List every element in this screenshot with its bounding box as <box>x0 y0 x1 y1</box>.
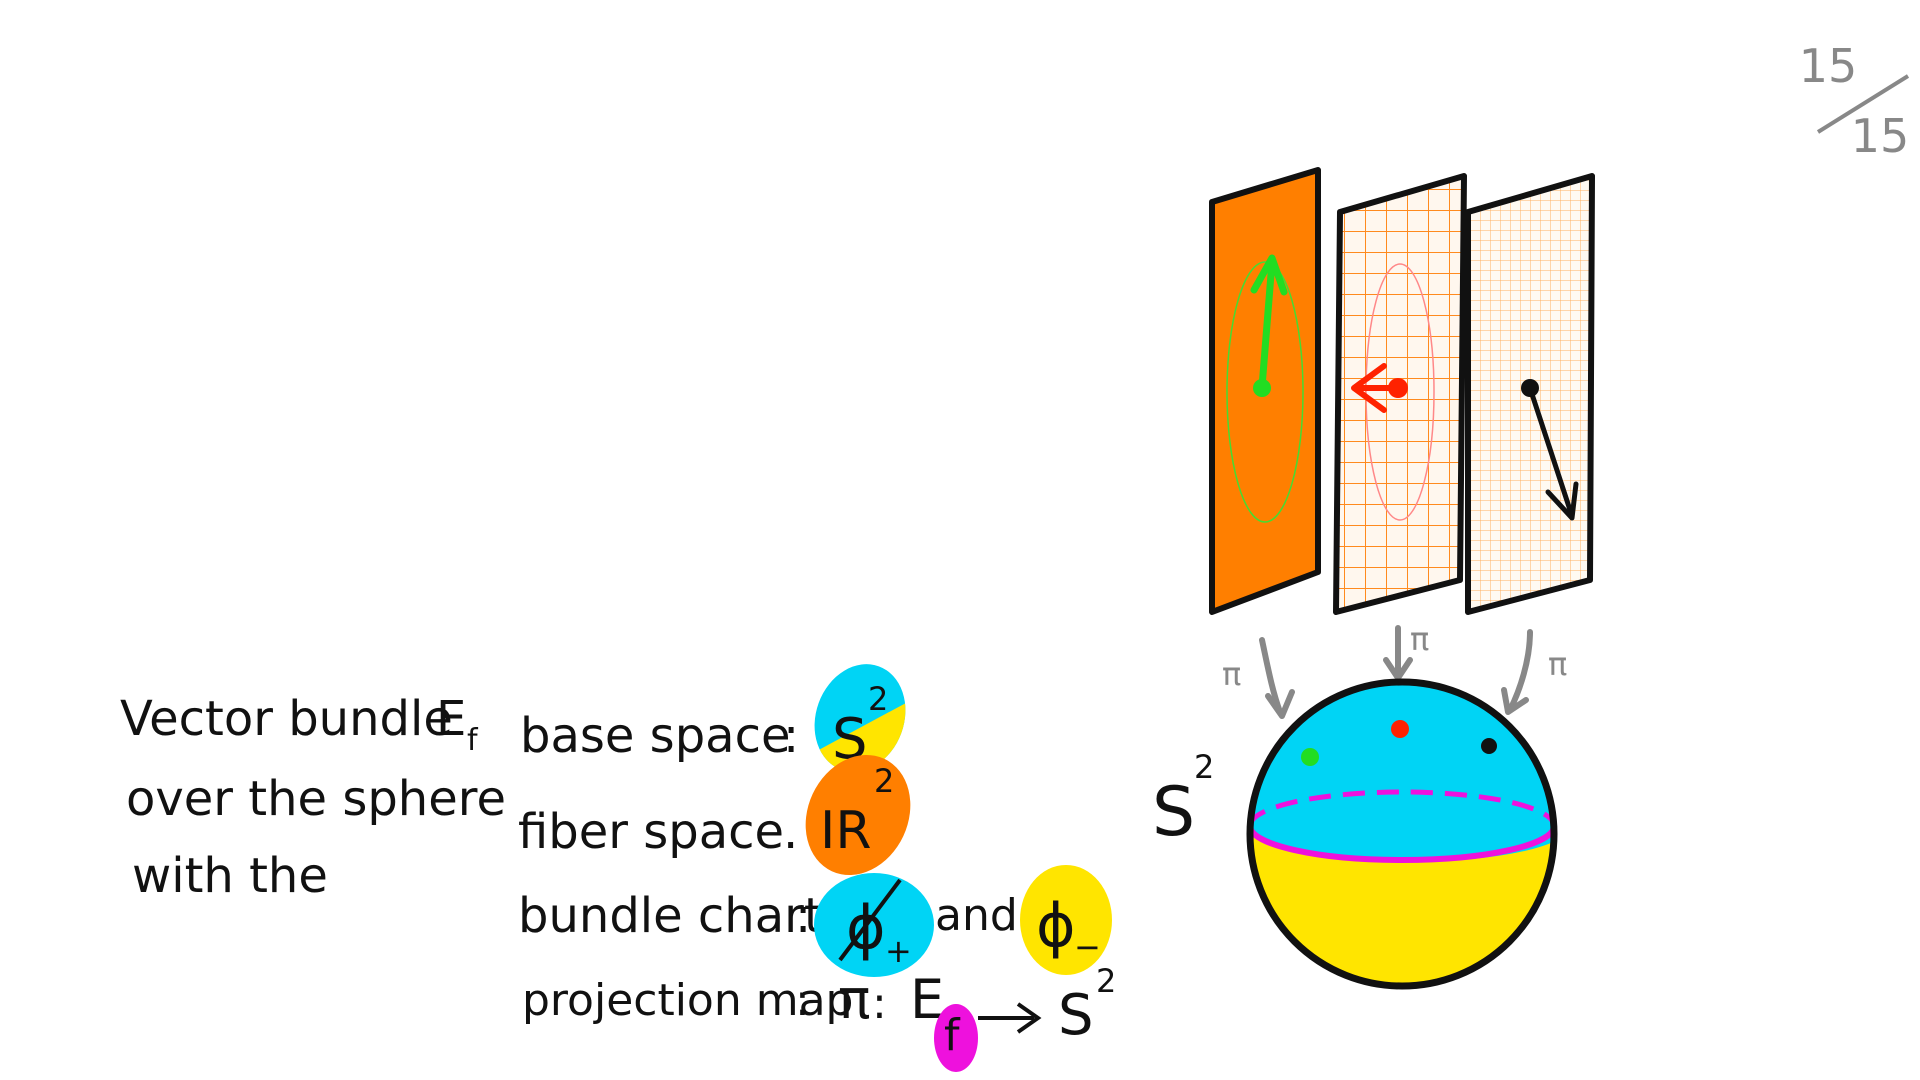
fiber-space-badge <box>805 754 911 876</box>
red-point <box>1388 378 1408 398</box>
def-fiber-space: fiber space . IR 2 <box>518 754 911 876</box>
pi-label-left: π <box>1222 655 1241 693</box>
chart-plus-sub: + <box>885 932 912 970</box>
bundle-subscript: f <box>467 723 479 758</box>
pi-label-middle: π <box>1410 620 1429 658</box>
fiber-space-symbol: IR <box>820 801 871 861</box>
sphere-outline <box>1246 678 1558 990</box>
def-projection-map: projection map : π : E f S 2 <box>522 962 1116 1072</box>
page-counter-slash <box>1816 74 1910 134</box>
black-vector <box>1527 385 1575 519</box>
def-bundle-charts: bundle charts : ϕ + and ϕ − <box>518 865 1112 977</box>
fiber-space-label: fiber space <box>518 804 784 860</box>
page-counter-current: 15 <box>1799 39 1858 93</box>
green-point <box>1253 379 1271 397</box>
definitions-list: base space : S 2 fiber space . IR 2 bund… <box>518 651 1116 1072</box>
chart-minus-sub: − <box>1074 928 1101 966</box>
title-line1: Vector bundle <box>120 691 453 747</box>
fiber-plane-green <box>1209 167 1321 615</box>
projection-target: S <box>1058 983 1094 1048</box>
chart-plus-badge <box>814 873 934 977</box>
chart-minus: ϕ <box>1036 891 1076 961</box>
fiber-plane-red <box>1333 173 1467 615</box>
equator-front <box>1247 825 1557 863</box>
projection-target-exp: 2 <box>1096 962 1116 1000</box>
base-space-exp: 2 <box>868 680 888 718</box>
black-point <box>1521 379 1539 397</box>
sphere-black-point <box>1481 738 1497 754</box>
sphere-green-point <box>1301 748 1319 766</box>
title-line3: with the <box>132 848 328 904</box>
chart-plus-slash <box>838 878 902 962</box>
title-line2: over the sphere <box>126 771 506 827</box>
fiber-space-exp: 2 <box>874 762 894 800</box>
page-counter: 15 15 <box>1799 39 1910 163</box>
base-space-label: base space <box>520 708 791 764</box>
sphere-s2: S 2 <box>1152 678 1558 990</box>
charts-label: bundle charts <box>518 888 848 944</box>
chart-minus-badge <box>1020 865 1112 975</box>
svg-text::: : <box>795 975 810 1026</box>
sphere-label: S <box>1152 773 1195 852</box>
title-block: Vector bundle E f over the sphere with t… <box>120 691 506 904</box>
and-word: and <box>935 890 1018 941</box>
fiber-plane-black <box>1465 173 1595 615</box>
projection-arrowhead <box>1016 1002 1042 1034</box>
bundle-symbol: E <box>436 691 466 747</box>
projection-f-badge <box>934 1004 978 1072</box>
pi-arrow-right <box>1507 629 1533 713</box>
projection-f: f <box>944 1010 961 1061</box>
svg-text::: : <box>783 708 799 764</box>
sphere-label-exp: 2 <box>1194 748 1214 786</box>
sphere-red-point <box>1391 720 1409 738</box>
pi-label-right: π <box>1548 645 1567 683</box>
svg-text:.: . <box>783 804 798 860</box>
projection-arrows: π π π <box>1222 620 1567 719</box>
green-vector <box>1258 258 1276 391</box>
projection-pi: π <box>838 968 871 1031</box>
projection-label: projection map <box>522 975 853 1026</box>
fiber-planes <box>1209 167 1595 615</box>
svg-text::: : <box>795 888 811 944</box>
page-counter-total: 15 <box>1851 109 1910 163</box>
svg-text::: : <box>872 978 887 1029</box>
